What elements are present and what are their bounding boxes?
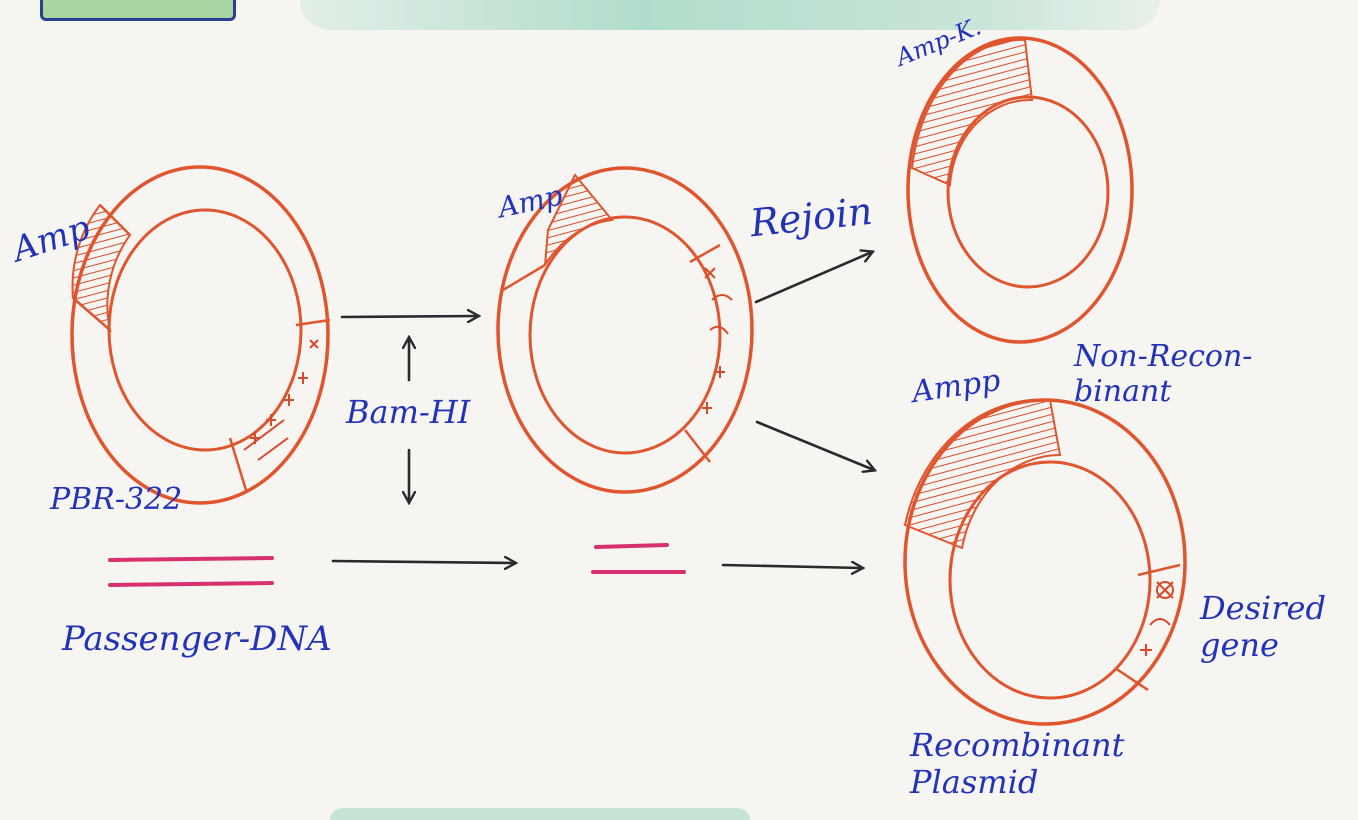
arrow-plasmid-to-cut [342, 316, 478, 317]
desired-gene-label: Desired gene [1200, 590, 1326, 664]
non-recombinant-label: Non-Recon- binant [1074, 340, 1252, 409]
enzyme-label: Bam-HI [346, 396, 470, 428]
plasmid-pbr322 [72, 167, 330, 503]
passenger-dna-strand [110, 558, 272, 585]
plasmid-name-label: PBR-322 [50, 485, 182, 515]
restriction-site-marks [244, 340, 318, 460]
recombinant-plasmid-label: Recombinant Plasmid [910, 727, 1124, 801]
arrow-dna-to-cut [333, 561, 515, 563]
plasmid-inner-ring [950, 462, 1150, 698]
passenger-dna-cut [593, 545, 684, 572]
arrow-rejoin [756, 252, 872, 302]
arrow-dna-to-recombinant [723, 565, 862, 568]
passenger-dna-label: Passenger-DNA [62, 622, 332, 656]
plasmid-inner-ring [530, 217, 720, 453]
plasmid-inner-ring [109, 210, 301, 450]
plasmid-inner-ring [948, 97, 1108, 287]
plasmid-non-recombinant [908, 38, 1132, 342]
plasmid-recombinant [905, 400, 1185, 724]
arrow-to-recombinant [757, 422, 874, 470]
restriction-site-marks [702, 268, 732, 414]
amp-segment [912, 40, 1032, 185]
